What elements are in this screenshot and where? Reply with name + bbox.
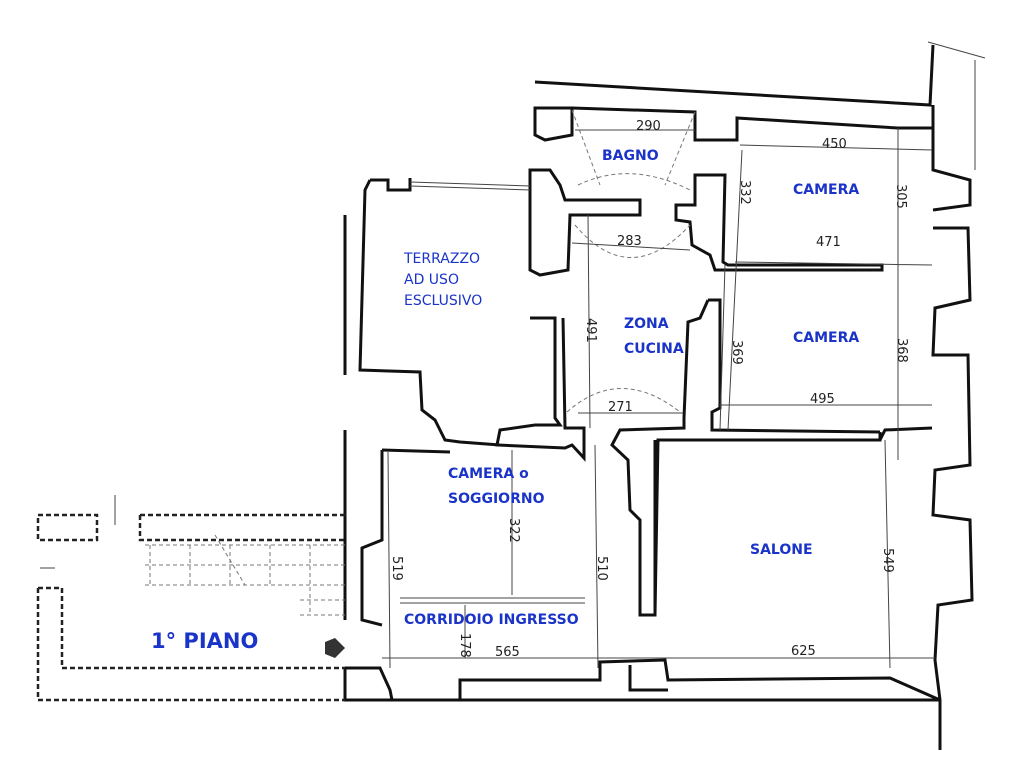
dim-cucina-height: 491 — [583, 318, 598, 343]
room-label-camera-1: CAMERA — [793, 182, 859, 198]
dim-camera1-left: 332 — [737, 180, 752, 205]
room-label-camera-2: CAMERA — [793, 330, 859, 346]
dim-cucina-width: 271 — [608, 400, 633, 415]
room-label-zona: ZONA — [624, 316, 669, 332]
dim-camera2-width: 495 — [810, 392, 835, 407]
dim-salone-height: 549 — [880, 548, 895, 573]
dimension-lines — [382, 128, 935, 669]
room-label-bagno: BAGNO — [602, 148, 659, 164]
entrance-arrow-icon — [325, 638, 345, 658]
dim-camera2-right: 368 — [894, 338, 909, 363]
room-label-terrazzo: TERRAZZO — [403, 251, 480, 267]
room-label-ad-uso: AD USO — [404, 272, 459, 288]
door-swings — [566, 109, 696, 413]
dim-corridor-height: 510 — [594, 556, 609, 581]
staircase — [36, 495, 345, 702]
dim-camera1-width: 450 — [822, 137, 847, 152]
room-label-corridoio: CORRIDOIO INGRESSO — [404, 612, 579, 628]
room-labels: BAGNO CAMERA CAMERA ZONA CUCINA TERRAZZO… — [151, 148, 859, 653]
dimension-labels: 290 450 332 305 283 471 491 369 368 271 … — [389, 119, 909, 660]
room-label-soggiorno: SOGGIORNO — [448, 491, 545, 507]
dim-camera1-right: 305 — [893, 184, 908, 209]
dim-soggiorno-height: 322 — [506, 518, 521, 543]
floor-label: 1° PIANO — [151, 629, 258, 653]
dim-corridoio-height: 178 — [457, 633, 472, 658]
room-label-cucina: CUCINA — [624, 341, 684, 357]
dim-bagno-width: 290 — [636, 119, 661, 134]
dim-salone-width: 625 — [791, 644, 816, 659]
room-label-salone: SALONE — [750, 542, 813, 558]
room-label-camera-o: CAMERA o — [448, 466, 529, 482]
dim-soggiorno-left: 519 — [389, 556, 404, 581]
dim-camera2-left: 369 — [729, 340, 744, 365]
dim-passage-width: 283 — [617, 234, 642, 249]
dim-bottom-left-width: 565 — [495, 645, 520, 660]
room-label-esclusivo: ESCLUSIVO — [404, 293, 482, 309]
dim-camera1-bottom: 471 — [816, 235, 841, 250]
